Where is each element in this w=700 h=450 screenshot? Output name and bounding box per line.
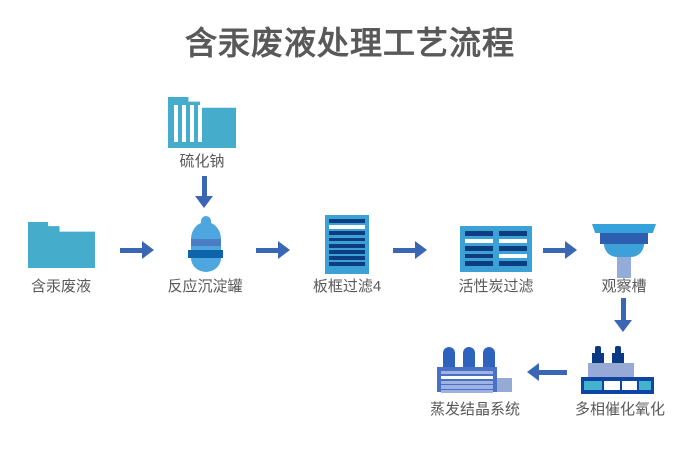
node-label-reaction-tank: 反应沉淀罐 [167, 278, 243, 295]
funnel-icon [592, 224, 656, 278]
sodium-sulfide-folder-icon [168, 97, 236, 148]
flow-arrow-right-icon [120, 241, 154, 259]
folder-icon [28, 222, 95, 268]
flow-arrow-right-icon [393, 241, 427, 259]
striped-folder-icon [168, 97, 236, 148]
node-label-mercury-waste: 含汞废液 [30, 278, 91, 295]
mercury-waste-folder-icon [28, 222, 95, 268]
node-label-observation-tank: 观察槽 [601, 278, 647, 295]
plant-bottles-icon [581, 346, 654, 394]
node-label-carbon-filter: 活性炭过滤 [458, 278, 534, 295]
flow-arrow-left-icon [527, 363, 567, 381]
node-label-sodium-sulfide: 硫化钠 [179, 153, 225, 170]
reaction-tank-icon [188, 216, 223, 272]
flow-arrow-right-icon [256, 241, 290, 259]
node-label-plate-filter: 板框过滤4 [312, 278, 382, 295]
node-label-catalytic-oxidation: 多相催化氧化 [574, 401, 665, 418]
flow-arrow-down-icon [195, 176, 213, 208]
flow-arrow-down-icon [614, 298, 632, 332]
flow-arrow-right-icon [543, 241, 577, 259]
carbon-filter-icon [460, 226, 532, 272]
plant-chimneys-icon [437, 347, 512, 394]
node-label-evaporation-system: 蒸发结晶系统 [429, 401, 520, 418]
page-title: 含汞废液处理工艺流程 [184, 25, 515, 61]
plate-filter-icon [325, 215, 369, 274]
